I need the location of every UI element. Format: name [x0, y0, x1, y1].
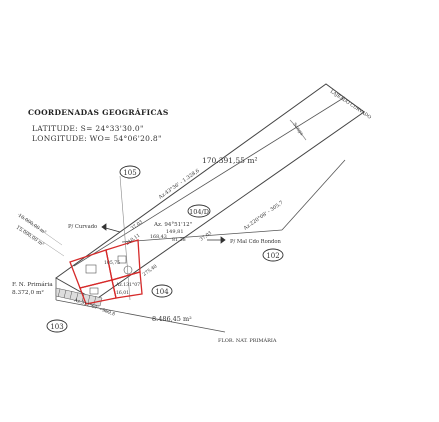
parcel-label-102: 102 [266, 252, 279, 260]
measurement-az-center-dist: 149,81 [166, 229, 184, 235]
parcel-divider-line [73, 96, 346, 267]
parcel-marker-105: 105 [119, 165, 141, 179]
road-label-curvado: P/ Curvado [68, 224, 97, 230]
sanga-stream [289, 119, 307, 141]
road-label-rondon: P/ Mal Cdo Rondon [230, 239, 281, 245]
parcel-marker-104d: 104/D [187, 204, 211, 218]
parcel-divider-line [121, 229, 283, 243]
parcel-marker-102: 102 [262, 248, 284, 262]
direction-arrows [101, 223, 226, 244]
parcel-marker-104: 104 [151, 284, 173, 298]
parcel-label-103: 103 [50, 323, 63, 331]
latitude-text: LATITUDE: S= 24°33'30.0" [32, 124, 144, 133]
fn-label: F. N. Primária [12, 281, 53, 288]
highlighted-lots [69, 239, 143, 305]
road-left [17, 213, 65, 257]
lower-boundary [55, 299, 226, 333]
parcel-label-105: 105 [123, 169, 136, 177]
parcel-label-104: 104 [155, 288, 169, 296]
measurement-low-2: Az.131°07' [115, 282, 141, 288]
area-main-label: 170.391,55 m² [202, 156, 257, 165]
longitude-text: LONGITUDE: WO= 54°06'20.8" [32, 134, 162, 143]
fn-area-label: 8.372,0 m² [12, 289, 44, 296]
parcel-label-104d: 104/D [189, 208, 209, 216]
parcel-divider-line [281, 159, 346, 231]
faint-bottom-label: FLOR. NAT. PRIMÁRIA [218, 337, 277, 344]
measurement-low-3: 16,01 [116, 290, 129, 296]
hatched-strip [55, 287, 103, 307]
page-title: COORDENADAS GEOGRÁFICAS [28, 108, 169, 117]
measurement-az-center: Az. 94°51'12" [153, 222, 192, 228]
measurement-d1: 168,43 [150, 234, 167, 240]
measurement-low-4: 105,75 [104, 260, 120, 266]
parcel-marker-103: 103 [46, 319, 68, 333]
area-lower-label: 8.486,45 m² [152, 315, 192, 323]
building-marks [85, 255, 133, 295]
parcel-divider-line [119, 175, 131, 301]
measurement-d2: 81,38 [172, 237, 186, 243]
